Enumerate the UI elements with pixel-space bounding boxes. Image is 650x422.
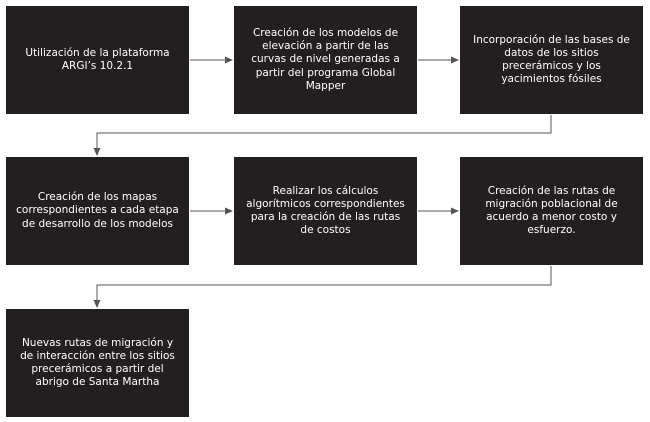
step-6-label: Creación de las rutas de migración pobla… <box>485 184 618 237</box>
step-3-box: Incorporación de las bases de datos de l… <box>460 6 643 114</box>
step-2-label: Creación de los modelos de elevación a p… <box>251 27 400 92</box>
step-7-label: Nuevas rutas de migración y de interacci… <box>20 336 175 389</box>
arrow-step3-to-step4 <box>93 115 552 156</box>
step-2-box: Creación de los modelos de elevación a p… <box>234 6 417 114</box>
step-5-label: Realizar los cálculos algorítmicos corre… <box>246 184 405 237</box>
arrow-step6-to-step7 <box>93 266 552 308</box>
step-1-box: Utilización de la plataforma ARGI’s 10.2… <box>6 6 189 114</box>
step-6-box: Creación de las rutas de migración pobla… <box>460 157 643 265</box>
step-5-box: Realizar los cálculos algorítmicos corre… <box>234 157 417 265</box>
step-3-label: Incorporación de las bases de datos de l… <box>473 33 630 86</box>
step-4-box: Creación de los mapas correspondientes a… <box>6 157 189 265</box>
step-4-label: Creación de los mapas correspondientes a… <box>16 191 179 230</box>
step-7-box: Nuevas rutas de migración y de interacci… <box>6 309 189 417</box>
step-1-label: Utilización de la plataforma ARGI’s 10.2… <box>25 46 170 72</box>
